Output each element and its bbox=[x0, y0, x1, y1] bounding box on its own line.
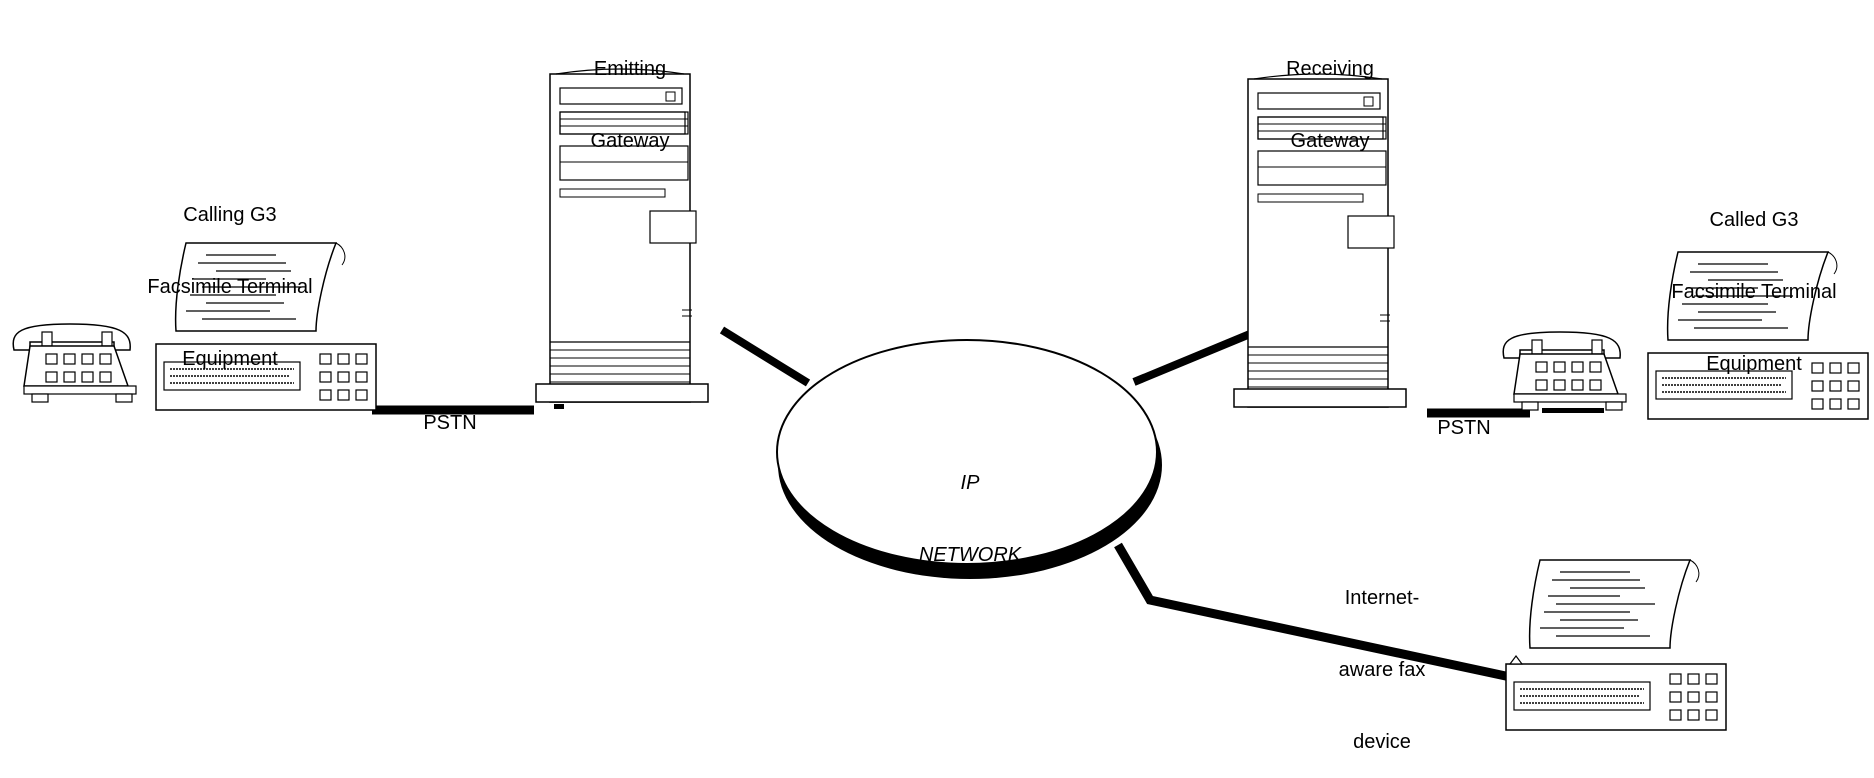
fax-machine-icon bbox=[1505, 559, 1727, 731]
gateway-link-right bbox=[1132, 330, 1252, 386]
internet-fax-label: Internet- aware fax device bbox=[1338, 587, 1426, 753]
gateway-link-left bbox=[719, 326, 811, 387]
receiving-gateway-label: Receiving Gateway bbox=[1286, 58, 1374, 152]
ip-network-label: IP NETWORK bbox=[918, 472, 1022, 566]
server-tower-icon bbox=[535, 68, 709, 409]
emitting-gateway-label: Emitting Gateway bbox=[590, 58, 670, 152]
cloud-network-icon bbox=[776, 339, 1162, 579]
internet-fax-link bbox=[1114, 542, 1516, 683]
pstn-right-label: PSTN bbox=[1437, 417, 1491, 439]
pstn-left-label: PSTN bbox=[423, 412, 477, 434]
fax-machine-icon bbox=[1502, 251, 1869, 420]
called-terminal-label: Called G3 Facsimile Terminal Equipment bbox=[1671, 209, 1837, 375]
calling-terminal-label: Calling G3 Facsimile Terminal Equipment bbox=[147, 204, 313, 370]
network-diagram bbox=[12, 68, 1869, 731]
